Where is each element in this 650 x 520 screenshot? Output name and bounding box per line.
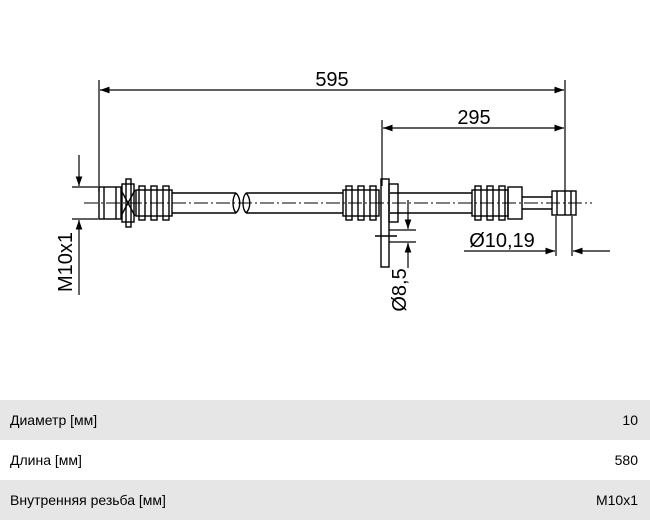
spec-row-diameter: Диаметр [мм] 10 [0,400,650,440]
left-fitting [98,178,173,228]
dimension-hose-diameter: Ø10,19 [464,216,610,256]
spec-value: M10x1 [595,492,638,508]
dimension-partial-length-label: 295 [457,107,490,129]
hose-diameter-label: Ø10,19 [469,230,535,252]
right-fitting [471,185,577,221]
spec-value: 580 [614,452,638,468]
dimension-thread: M10x1 [55,155,98,295]
spec-label: Внутренняя резьба [мм] [10,492,166,508]
specifications-table: Диаметр [мм] 10 Длина [мм] 580 Внутрення… [0,400,650,520]
spec-row-length: Длина [мм] 580 [0,440,650,480]
thread-size-label: M10x1 [55,232,77,292]
hose-body [172,192,472,214]
bracket-hole-diameter-label: Ø8,5 [389,268,411,311]
spec-label: Длина [мм] [10,452,82,468]
spec-row-thread: Внутренняя резьба [мм] M10x1 [0,480,650,520]
spec-value: 10 [622,412,638,428]
dimension-total-length: 595 [98,69,566,192]
brake-hose-technical-drawing: 595 295 [55,69,610,312]
dimension-partial-length: 295 [381,107,564,186]
middle-fitting-bracket [342,178,399,268]
dimension-bracket-hole: Ø8,5 [389,200,416,312]
dimension-total-length-label: 595 [315,69,348,91]
spec-label: Диаметр [мм] [10,412,98,428]
